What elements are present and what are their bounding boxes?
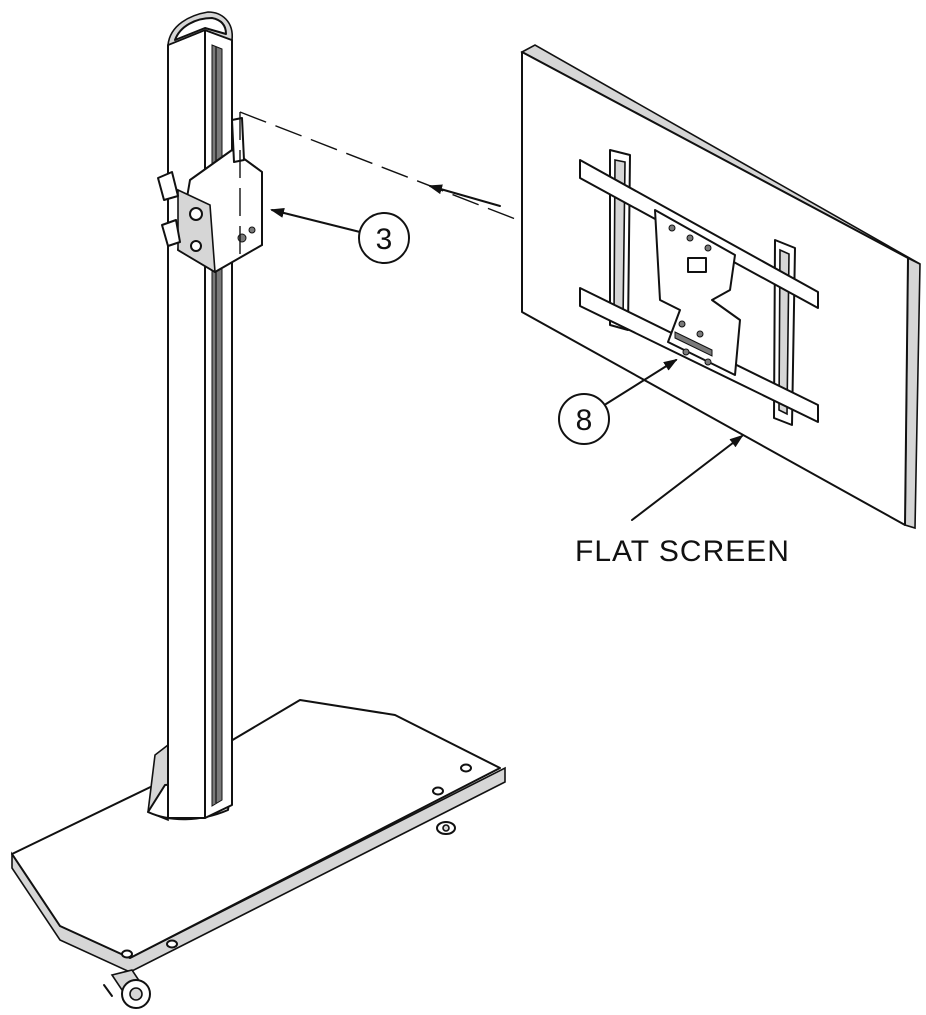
stand-base <box>11 699 506 973</box>
base-bolt-hole <box>166 939 178 949</box>
caster-wheel <box>436 821 456 835</box>
caster-wheel <box>103 969 151 1009</box>
callout-3-number: 3 <box>376 223 393 256</box>
vesa-mount-plate <box>579 149 819 426</box>
stand-column <box>147 11 233 822</box>
callout-8: 8 <box>558 358 678 445</box>
base-bolt-hole <box>460 763 472 773</box>
base-bolt-hole <box>432 786 444 796</box>
base-bolt-hole <box>121 949 133 959</box>
assembly-arrow <box>428 184 501 207</box>
callout-8-number: 8 <box>576 404 593 437</box>
callout-3: 3 <box>270 208 410 264</box>
flat-screen-callout: FLAT SCREEN <box>575 434 790 568</box>
mount-bracket <box>157 117 263 274</box>
flat-screen-label: FLAT SCREEN <box>575 535 790 568</box>
